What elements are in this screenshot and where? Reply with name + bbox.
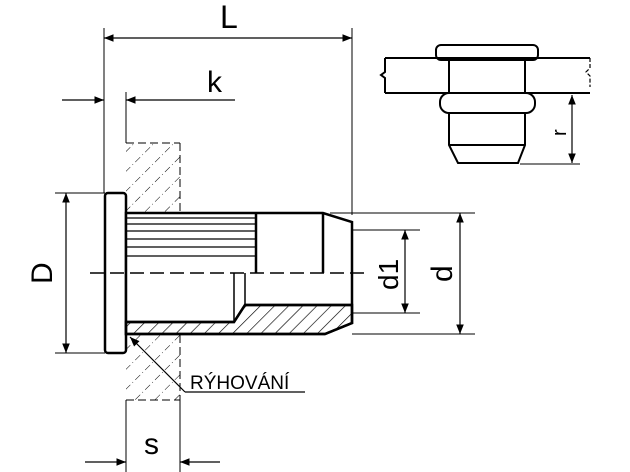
rivet-nut-section: [103, 191, 354, 355]
extension-lines: [55, 28, 475, 472]
label-knurling: RÝHOVÁNÍ: [190, 373, 290, 394]
label-s: s: [144, 428, 159, 461]
label-d1: d1: [373, 259, 404, 290]
dimension-lines: [62, 34, 464, 466]
knurling-leader: [129, 336, 186, 393]
label-D: D: [26, 262, 59, 284]
label-k: k: [207, 66, 223, 99]
label-L: L: [220, 0, 238, 35]
label-d: d: [426, 265, 459, 282]
label-r: r: [549, 129, 571, 136]
knurling-lines: [126, 217, 256, 257]
installed-view: [379, 44, 591, 165]
